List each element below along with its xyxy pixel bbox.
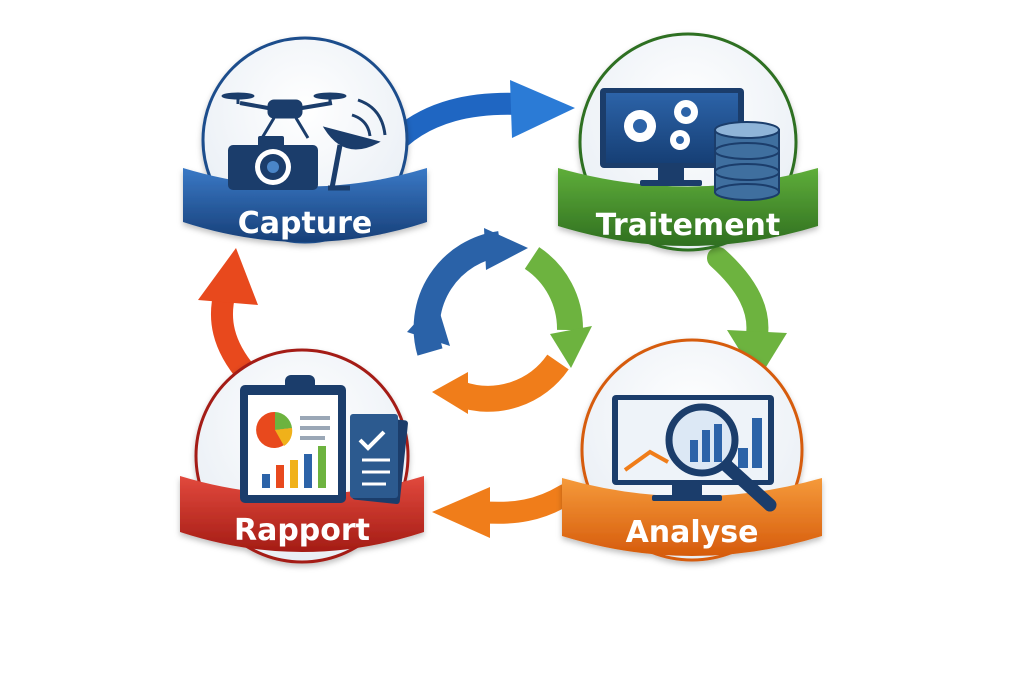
arrow-rapport-to-capture bbox=[198, 248, 259, 386]
stage-label-analyse: Analyse bbox=[626, 515, 759, 550]
drone-icon bbox=[221, 92, 347, 139]
stage-label-capture: Capture bbox=[238, 206, 373, 241]
magnifier-icon bbox=[665, 403, 777, 512]
stage-capture: Capture bbox=[183, 36, 427, 244]
arrow-analyse-to-rapport bbox=[432, 484, 576, 538]
clipboard-report-icon bbox=[240, 375, 346, 503]
stage-label-traitement: Traitement bbox=[596, 208, 780, 243]
cycle-arrows-icon bbox=[407, 228, 592, 414]
arrow-traitement-to-analyse bbox=[707, 247, 787, 380]
satellite-dish-icon bbox=[322, 98, 387, 191]
camera-icon bbox=[228, 136, 318, 190]
checklist-icon bbox=[350, 414, 408, 504]
database-icon bbox=[714, 121, 780, 201]
arrow-capture-to-traitement bbox=[389, 80, 575, 149]
stage-label-rapport: Rapport bbox=[234, 513, 370, 548]
